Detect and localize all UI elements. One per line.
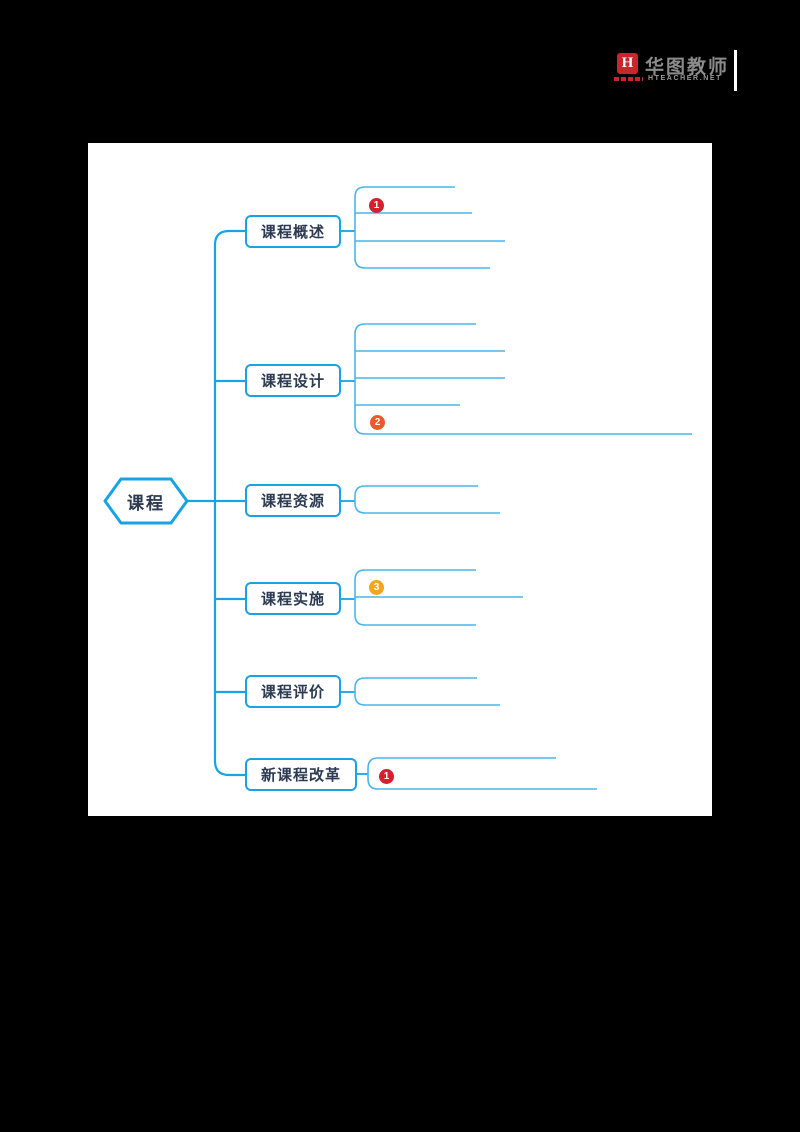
huatu-logo: H 华图教师 HTEACHER.NET	[610, 46, 738, 92]
trunk-connectors	[185, 229, 247, 777]
mindmap-canvas: 课程 课程概述 课程设计 课程资源 课程实施 课程评价 新课程改革 1 2 3 …	[88, 143, 712, 816]
branch-topic-evaluation: 课程评价	[245, 675, 341, 708]
branch-topic-new-curriculum-reform: 新课程改革	[245, 758, 357, 791]
priority-badge-1: 1	[369, 198, 384, 213]
branch-topic-overview: 课程概述	[245, 215, 341, 248]
branch-topic-resources: 课程资源	[245, 484, 341, 517]
branch-5-children-lines	[367, 757, 597, 790]
logo-domain-text: HTEACHER.NET	[648, 75, 723, 82]
huatu-logo-icon: H	[617, 53, 638, 74]
priority-badge-4: 1	[379, 769, 394, 784]
priority-badge-2: 2	[370, 415, 385, 430]
branch-2-children-lines	[354, 485, 500, 514]
branch-1-children-lines	[354, 323, 692, 435]
branch-topic-design: 课程设计	[245, 364, 341, 397]
branch-topic-implementation: 课程实施	[245, 582, 341, 615]
branch-0-children-lines	[354, 186, 505, 269]
mindmap-connectors	[103, 186, 692, 790]
branch-stub-connectors	[341, 230, 368, 775]
branch-3-children-lines	[354, 569, 523, 626]
logo-subtext-decoration	[614, 77, 643, 81]
priority-badge-3: 3	[369, 580, 384, 595]
branch-4-children-lines	[354, 677, 500, 706]
logo-divider-bar	[734, 50, 737, 91]
root-topic: 课程	[127, 493, 165, 513]
logo-brand-text: 华图教师	[645, 57, 730, 78]
